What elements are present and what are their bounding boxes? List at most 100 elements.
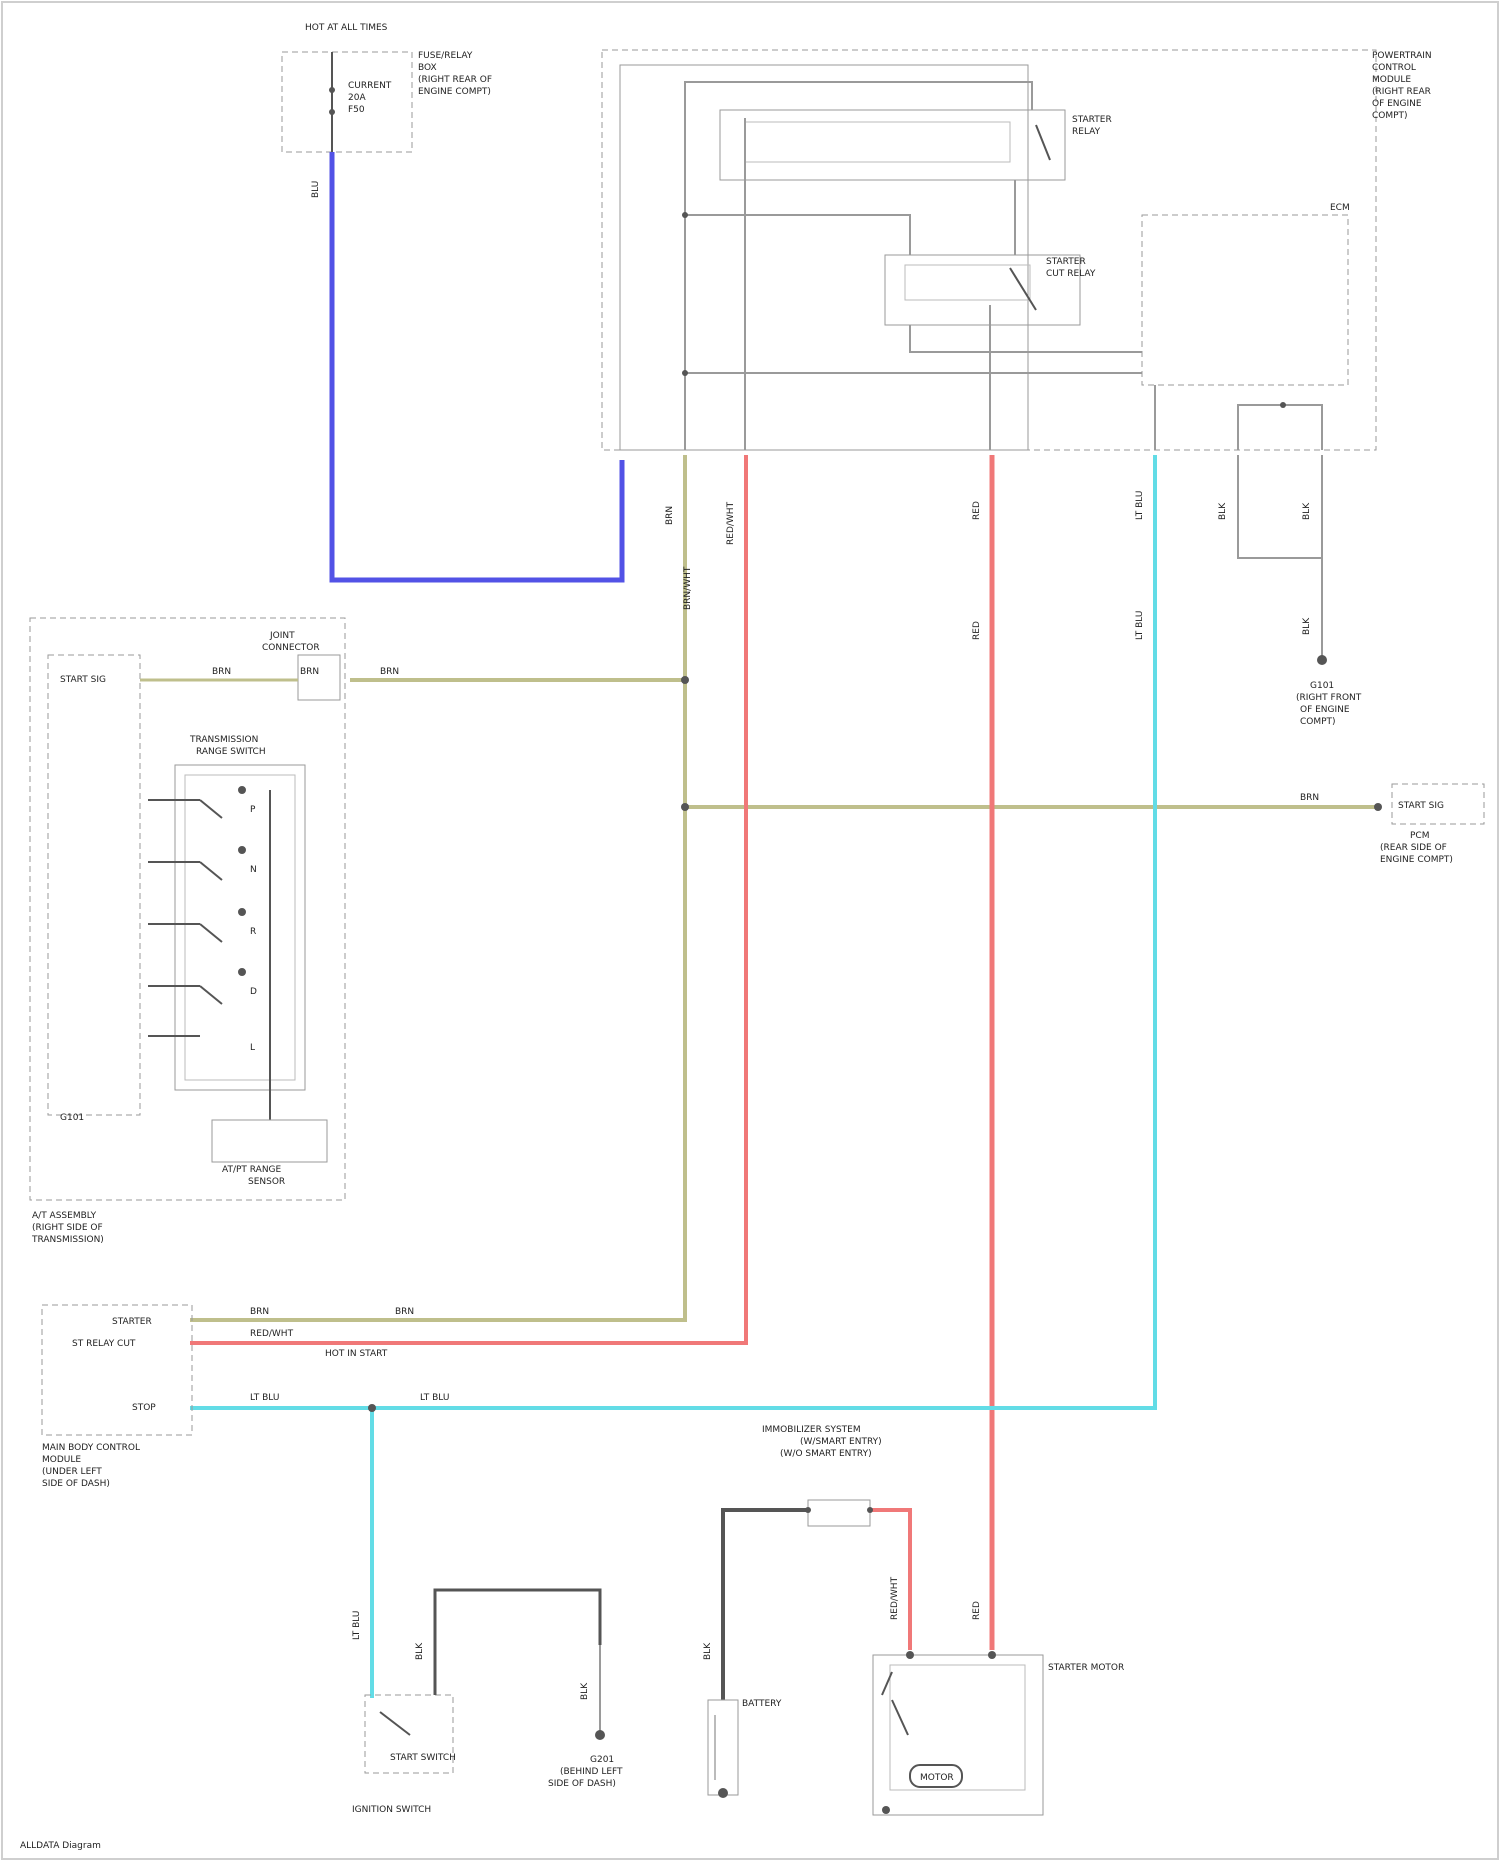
cyan-bus-code-b: LT BLU: [420, 1393, 449, 1403]
sw-tag-l: L: [250, 1043, 255, 1053]
tcm-code-left: BRN: [212, 667, 231, 677]
svg-text:MOTOR: MOTOR: [920, 1773, 954, 1783]
range-switch-2: RANGE SWITCH: [196, 747, 266, 757]
top-fuse-box: HOT AT ALL TIMES CURRENT 20A F50 FUSE/RE…: [282, 23, 492, 152]
cyan-code-b: LT BLU: [1135, 611, 1145, 640]
svg-text:(RIGHT FRONT: (RIGHT FRONT: [1296, 693, 1362, 703]
sw-tag-r: R: [250, 927, 256, 937]
bc-desc-3: (UNDER LEFT: [42, 1467, 102, 1477]
bat-code: BLK: [703, 1642, 713, 1660]
body-control-module: STARTER ST RELAY CUT STOP MAIN BODY CONT…: [42, 1305, 449, 1489]
bc-desc-4: SIDE OF DASH): [42, 1479, 110, 1489]
bc-desc-1: MAIN BODY CONTROL: [42, 1443, 140, 1453]
range-sensor-2: SENSOR: [248, 1177, 285, 1187]
red-code: RED/WHT: [726, 501, 736, 545]
svg-text:(W/SMART ENTRY): (W/SMART ENTRY): [800, 1437, 882, 1447]
bc-code-c: RED/WHT: [250, 1329, 294, 1339]
dark-code-a: BLK: [1218, 502, 1228, 520]
ign-code-c: BLK: [580, 1682, 590, 1700]
relay1-label-1: STARTER: [1072, 115, 1112, 125]
range-switch-1: TRANSMISSION: [189, 735, 258, 745]
at-desc-3: TRANSMISSION): [31, 1235, 104, 1245]
pcm-desc-6: COMPT): [1372, 111, 1408, 121]
st-code-b: RED: [972, 1601, 982, 1620]
pcm-module: POWERTRAIN CONTROL MODULE (RIGHT REAR OF…: [602, 50, 1432, 450]
tcm-ground-tag: G101: [60, 1113, 84, 1123]
ign-code-b: BLK: [415, 1642, 425, 1660]
tcm-code-right: BRN: [300, 667, 319, 677]
svg-text:(W/O SMART ENTRY): (W/O SMART ENTRY): [780, 1449, 872, 1459]
right-connector: START SIG PCM (REAR SIDE OF ENGINE COMPT…: [1374, 784, 1484, 865]
svg-text:START SWITCH: START SWITCH: [390, 1753, 456, 1763]
ecm-label: ECM: [1330, 203, 1350, 213]
pcm-desc-2: CONTROL: [1372, 63, 1416, 73]
svg-text:BATTERY: BATTERY: [742, 1699, 782, 1709]
relay1-label-2: RELAY: [1072, 127, 1101, 137]
battery: BATTERY: [708, 1699, 782, 1798]
dark-code-b: BLK: [1302, 502, 1312, 520]
svg-text:SIDE OF DASH): SIDE OF DASH): [548, 1779, 616, 1789]
at-assembly: START SIG G101 JOINT CONNECTOR BRN BRN T…: [30, 618, 345, 1245]
sw-tag-d: D: [250, 987, 257, 997]
fuse-desc-4: ENGINE COMPT): [418, 87, 491, 97]
fuse-desc-1: FUSE/RELAY: [418, 51, 473, 61]
pcm-desc-4: (RIGHT REAR: [1372, 87, 1431, 97]
svg-text:(REAR SIDE OF: (REAR SIDE OF: [1380, 843, 1447, 853]
bc-code-a: BRN: [250, 1307, 269, 1317]
starter-motor: MOTOR STARTER MOTOR: [873, 1651, 1124, 1815]
bc-row-stop: STOP: [132, 1403, 156, 1413]
fuse-desc-2: BOX: [418, 63, 437, 73]
fuse-desc-3: (RIGHT REAR OF: [418, 75, 492, 85]
bc-hot-label: HOT IN START: [325, 1349, 388, 1359]
pcm-desc-3: MODULE: [1372, 75, 1411, 85]
relay2-label-2: CUT RELAY: [1046, 269, 1096, 279]
cyan-bus-code-a: LT BLU: [250, 1393, 279, 1403]
bc-desc-2: MODULE: [42, 1455, 81, 1465]
relay2-label-1: STARTER: [1046, 257, 1086, 267]
bc-row-starter: STARTER: [112, 1317, 152, 1327]
sw-tag-p: P: [250, 805, 256, 815]
bc-code-b: BRN: [395, 1307, 414, 1317]
fuse-hot-label: HOT AT ALL TIMES: [305, 23, 388, 33]
fuse-line-1: CURRENT: [348, 81, 392, 91]
range-sensor-1: AT/PT RANGE: [222, 1165, 282, 1175]
cyan-code: LT BLU: [1135, 491, 1145, 520]
red-wire-1: [190, 455, 746, 1343]
svg-text:IMMOBILIZER SYSTEM: IMMOBILIZER SYSTEM: [762, 1425, 861, 1435]
tcm-connector-1: JOINT: [269, 631, 295, 641]
fuse-line-3: F50: [348, 105, 365, 115]
olive-code-c: BRN: [1300, 793, 1319, 803]
sw-tag-n: N: [250, 865, 257, 875]
svg-text:START SIG: START SIG: [1398, 801, 1444, 811]
olive-wire-main: [190, 455, 685, 1320]
red-code-c: RED: [972, 621, 982, 640]
ign-code-a: LT BLU: [352, 1611, 362, 1640]
blue-wire-code: BLU: [311, 181, 321, 198]
st-code-a: RED/WHT: [890, 1576, 900, 1620]
tcm-connector-2: CONNECTOR: [262, 643, 320, 653]
at-desc-2: (RIGHT SIDE OF: [32, 1223, 103, 1233]
svg-text:PCM: PCM: [1410, 831, 1429, 841]
ground-g201: G201 (BEHIND LEFT SIDE OF DASH): [548, 1755, 623, 1789]
bc-row-cut: ST RELAY CUT: [72, 1339, 136, 1349]
dark-code-c: BLK: [1302, 617, 1312, 635]
pcm-desc-5: OF ENGINE: [1372, 99, 1422, 109]
red-code-b: RED: [972, 501, 982, 520]
svg-text:IGNITION SWITCH: IGNITION SWITCH: [352, 1805, 431, 1815]
svg-text:OF ENGINE: OF ENGINE: [1300, 705, 1350, 715]
olive-code-a: BRN: [665, 506, 675, 525]
svg-text:G201: G201: [590, 1755, 614, 1765]
footer-label: ALLDATA Diagram: [20, 1841, 101, 1851]
svg-text:ENGINE COMPT): ENGINE COMPT): [1380, 855, 1453, 865]
svg-text:COMPT): COMPT): [1300, 717, 1336, 727]
cyan-wire: [190, 455, 1155, 1408]
svg-text:(BEHIND LEFT: (BEHIND LEFT: [560, 1767, 623, 1777]
pcm-desc-1: POWERTRAIN: [1372, 51, 1432, 61]
tcm-pos-label: START SIG: [60, 675, 106, 685]
fuse-line-2: 20A: [348, 93, 366, 103]
svg-text:G101: G101: [1310, 681, 1334, 691]
at-desc-1: A/T ASSEMBLY: [32, 1211, 97, 1221]
blue-wire: [332, 152, 622, 580]
olive-code-d: BRN: [380, 667, 399, 677]
